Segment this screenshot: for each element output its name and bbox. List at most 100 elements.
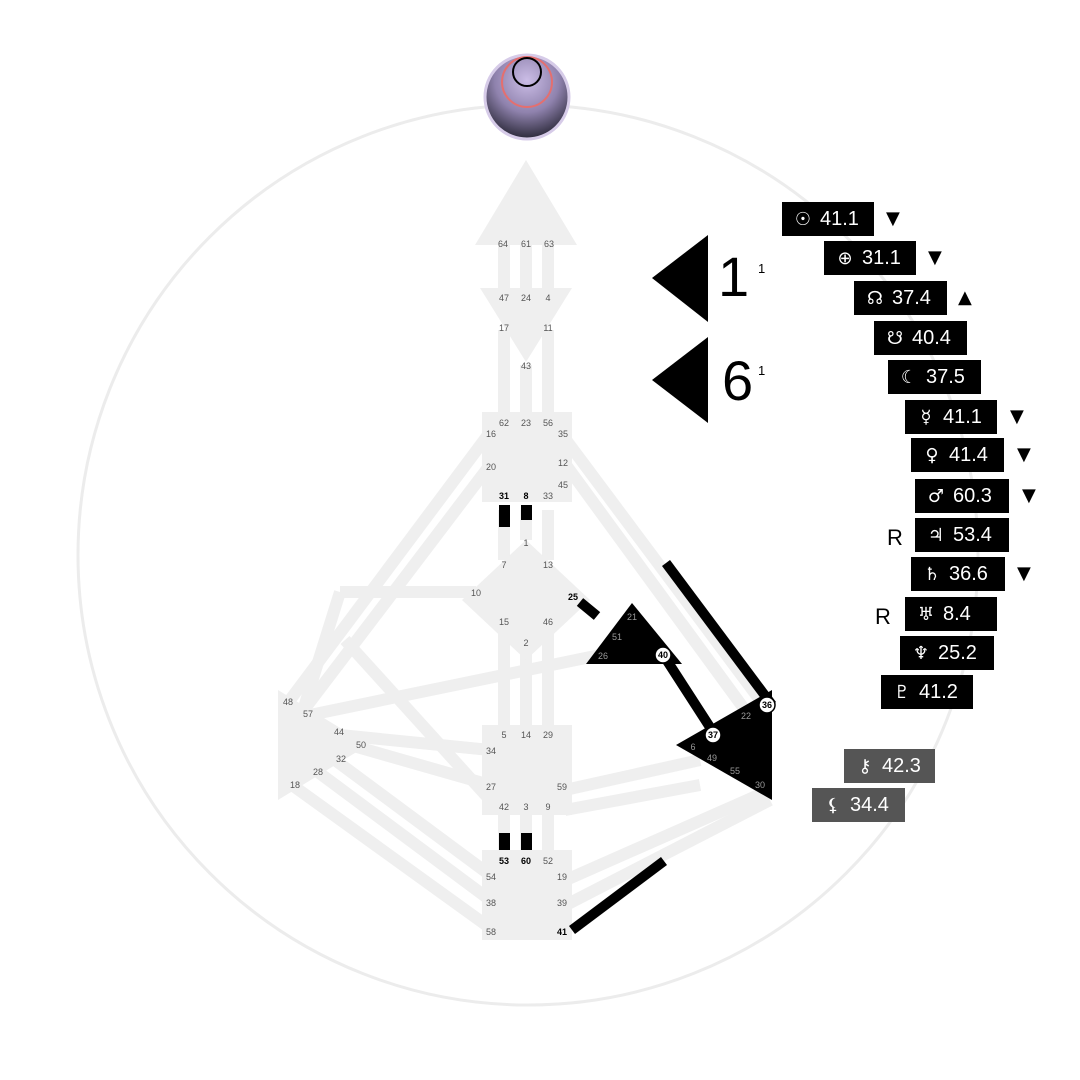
planet-gate-value: 34.4	[850, 793, 889, 816]
profile-line-2: 6	[722, 349, 754, 412]
neptune-icon: ♆	[912, 642, 930, 664]
planet-row: ♄ 36.6	[911, 557, 1005, 591]
arrow-down-icon: ▼	[1017, 563, 1031, 584]
gate-number: 62	[499, 418, 509, 428]
gate-number: 63	[544, 239, 554, 249]
profile-line-1: 1	[718, 245, 750, 308]
planet-row: ☋ 40.4	[874, 321, 967, 355]
gate-number: 31	[499, 491, 509, 501]
gate-number: 61	[521, 239, 531, 249]
gate-number: 12	[558, 458, 568, 468]
gate-number: 6	[690, 742, 695, 752]
gate-number: 54	[486, 872, 496, 882]
gate-number: 52	[543, 856, 553, 866]
root-center	[482, 850, 572, 940]
arrow-up-icon: ▲	[958, 287, 972, 308]
gate-number: 23	[521, 418, 531, 428]
gate-number: 57	[303, 709, 313, 719]
gate-number: 53	[499, 856, 509, 866]
gate-number: 29	[543, 730, 553, 740]
spleen-center	[278, 690, 368, 800]
solar-plexus-center	[676, 690, 772, 800]
planet-gate-value: 8.4	[943, 602, 971, 625]
profile-triangle-2	[652, 337, 708, 423]
extra-planet-row: ⚸ 34.4	[812, 788, 905, 822]
head-center	[475, 160, 577, 245]
gate-number: 7	[501, 560, 506, 570]
throat-center	[482, 412, 572, 502]
gate-number: 22	[741, 711, 751, 721]
gate-number: 14	[521, 730, 531, 740]
sacral-center	[482, 725, 572, 815]
gate-number: 21	[627, 612, 637, 622]
planet-gate-value: 41.1	[820, 207, 859, 230]
planet-row: ♂60.3	[915, 479, 1009, 513]
gate-40-marker	[654, 646, 672, 664]
gate-number: 59	[557, 782, 567, 792]
planet-gate-value: 41.2	[919, 680, 958, 703]
gate-number: 45	[558, 480, 568, 490]
lilith-icon: ⚸	[826, 794, 840, 816]
gate-number: 39	[557, 898, 567, 908]
planet-row: ☾ 37.5	[888, 360, 981, 394]
gate-number: 1	[523, 538, 528, 548]
profile-line-1-sup: 1	[758, 261, 766, 276]
planet-row: ♅8.4	[905, 597, 997, 631]
gate-number: 47	[499, 293, 509, 303]
gate-37-marker	[704, 726, 722, 744]
planet-row: ♇41.2	[881, 675, 973, 709]
gate-number: 5	[501, 730, 506, 740]
gate-number: 43	[521, 361, 531, 371]
gate-number: 64	[498, 239, 508, 249]
gate-number: 16	[486, 429, 496, 439]
gate-number: 28	[313, 767, 323, 777]
inactive-centers	[278, 160, 590, 940]
gate-number: 27	[486, 782, 496, 792]
profile-line-2-sup: 1	[758, 363, 766, 378]
planet-gate-value: 37.5	[926, 365, 965, 388]
arrow-down-icon: ▼	[886, 208, 900, 229]
planet-row: ⊕ 31.1	[824, 241, 916, 275]
gate-number: 2	[523, 638, 528, 648]
gate-number: 37	[708, 730, 718, 740]
gate-number: 24	[521, 293, 531, 303]
gate-number: 8	[523, 491, 528, 501]
earth-icon: ⊕	[837, 247, 853, 269]
gate-number: 48	[283, 697, 293, 707]
gate-number: 30	[755, 780, 765, 790]
inactive-channels	[285, 245, 773, 930]
planet-gate-value: 40.4	[912, 326, 951, 349]
planet-gate-value: 53.4	[953, 523, 992, 546]
planet-gate-value: 60.3	[953, 484, 992, 507]
retrograde-label: R	[875, 604, 891, 629]
gate-number: 18	[290, 780, 300, 790]
south-node-icon: ☋	[887, 327, 903, 349]
chiron-icon: ⚷	[858, 755, 872, 777]
gate-number: 60	[521, 856, 531, 866]
moon-icon: ☾	[900, 366, 918, 388]
north-node-icon: ☊	[867, 287, 883, 309]
planet-gate-value: 42.3	[882, 754, 921, 777]
profile-triangle-1	[652, 235, 708, 322]
saturn-icon: ♄	[923, 563, 941, 585]
gate-number: 51	[612, 632, 622, 642]
gate-number: 50	[356, 740, 366, 750]
gate-number: 41	[557, 927, 567, 937]
active-channels	[499, 505, 777, 934]
planet-gate-value: 31.1	[862, 246, 901, 269]
gate-labels: 64 61 63 47 24 4 17 11 43 62 23 56 16 35…	[283, 239, 772, 937]
planet-row: ♃53.4	[915, 518, 1009, 552]
gate-number: 34	[486, 746, 496, 756]
planet-gate-value: 25.2	[938, 641, 977, 664]
gate-number: 42	[499, 802, 509, 812]
orb-ring-black	[512, 57, 542, 87]
gate-number: 58	[486, 927, 496, 937]
gate-number: 46	[543, 617, 553, 627]
gate-number: 19	[557, 872, 567, 882]
gate-number: 40	[658, 650, 668, 660]
planet-gate-value: 41.1	[943, 405, 982, 428]
planet-gate-value: 36.6	[949, 562, 988, 585]
gate-number: 32	[336, 754, 346, 764]
gate-number: 25	[568, 592, 578, 602]
